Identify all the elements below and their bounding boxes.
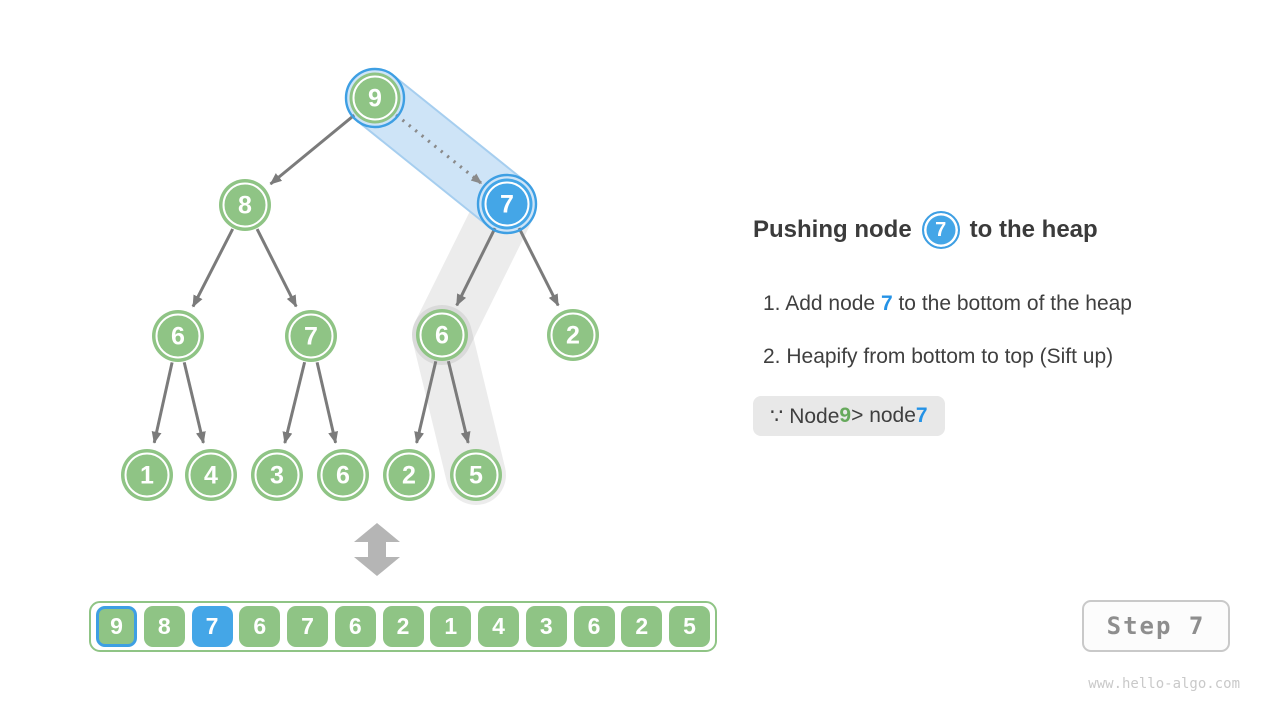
compare-dotted-arrow-icon [395, 113, 483, 185]
tree-node: 2 [547, 309, 599, 361]
tree-node: 5 [450, 449, 502, 501]
note-text-pre: ∵ Node [770, 404, 840, 428]
tree-node: 7 [285, 310, 337, 362]
array-cell: 1 [430, 606, 472, 647]
step-indicator-button[interactable]: Step 7 [1082, 600, 1230, 652]
tree-node-label: 8 [238, 192, 252, 220]
array-cell: 2 [621, 606, 663, 647]
tree-node-root: 9 [344, 67, 406, 129]
tree-node: 8 [219, 179, 271, 231]
tree-edge [446, 360, 471, 444]
tree-node: 4 [185, 449, 237, 501]
tree-node: 6 [416, 309, 468, 361]
array-cell: 8 [143, 606, 185, 647]
tree-edge [269, 114, 356, 186]
tree-node: 2 [383, 449, 435, 501]
tree-node-label: 4 [204, 462, 218, 490]
title-post: to the heap [969, 216, 1098, 243]
tree-edge [315, 361, 339, 444]
array-cell: 6 [334, 606, 376, 647]
tree-nodes: 9 8 7 6 7 6 [121, 67, 599, 501]
step-2-text: 2. Heapify from bottom to top (Sift up) [763, 345, 1114, 368]
instruction-step-2: 2. Heapify from bottom to top (Sift up) [763, 345, 1113, 369]
tree-node-label: 1 [140, 462, 154, 490]
tree-node-label: 9 [368, 85, 382, 113]
tree-node-label: 6 [171, 323, 185, 351]
tree-node-label: 5 [469, 462, 483, 490]
array-cell: 2 [382, 606, 424, 647]
tree-node: 6 [317, 449, 369, 501]
array-cell: 5 [669, 606, 710, 647]
tree-node: 3 [251, 449, 303, 501]
page-title: Pushing node 7 to the heap [753, 211, 1098, 249]
note-text-mid: > node [851, 404, 916, 427]
tree-node-label: 7 [500, 191, 514, 219]
note-blue-value: 7 [915, 404, 928, 427]
tree-node-label: 6 [336, 462, 350, 490]
up-down-arrow-icon [354, 523, 400, 576]
tree-edge [151, 362, 174, 444]
watermark: www.hello-algo.com [1088, 676, 1240, 692]
step-1-node-value: 7 [880, 292, 893, 315]
array-cell: 3 [525, 606, 567, 647]
pushed-node-badge: 7 [921, 211, 960, 249]
title-pre: Pushing node [753, 216, 912, 243]
tree-edge [517, 227, 560, 307]
array-cell: 7 [287, 606, 328, 647]
tree-node: 1 [121, 449, 173, 501]
tree-node-label: 6 [435, 322, 449, 350]
heap-array: 9 8 7 6 7 6 2 1 4 3 6 2 5 [89, 601, 717, 652]
step-1-text: 1. Add node [763, 292, 881, 315]
array-cell-pushed: 7 [191, 606, 233, 647]
heap-tree-diagram: 9 8 7 6 7 6 [121, 67, 599, 576]
instruction-step-1: 1. Add node 7 to the bottom of the heap [763, 292, 1132, 316]
tree-edge [182, 361, 206, 444]
tree-edge [282, 361, 307, 444]
tree-edges [151, 114, 560, 444]
tree-edge [255, 228, 298, 308]
array-cell: 6 [239, 606, 281, 647]
tree-node-label: 2 [566, 322, 580, 350]
tree-node-label: 7 [304, 323, 318, 351]
array-cell: 4 [478, 606, 519, 647]
array-cell-highlighted: 9 [96, 606, 137, 647]
array-cell: 6 [573, 606, 615, 647]
tree-node-pushed: 7 [476, 173, 538, 235]
note-green-value: 9 [839, 404, 852, 427]
tree-node-label: 3 [270, 462, 284, 490]
step-1-text-post: to the bottom of the heap [892, 292, 1132, 315]
tree-edge [455, 227, 497, 307]
tree-node-label: 2 [402, 462, 416, 490]
tree-edge [191, 228, 235, 308]
tree-node: 6 [152, 310, 204, 362]
comparison-note: ∵ Node 9 > node 7 [753, 396, 945, 436]
tree-edge [414, 360, 438, 444]
